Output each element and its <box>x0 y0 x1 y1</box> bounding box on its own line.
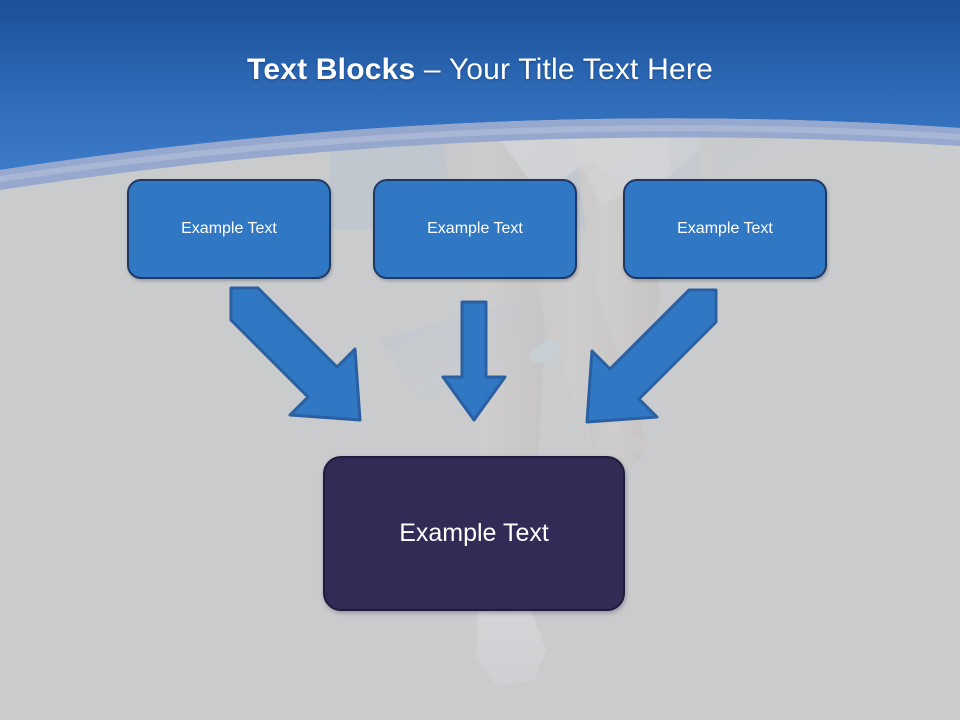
page-title-separator: – <box>415 53 449 86</box>
summary-text-block-label: Example Text <box>399 519 549 547</box>
text-block-3-label: Example Text <box>677 220 773 237</box>
text-block-2-label: Example Text <box>427 220 523 237</box>
text-block-3[interactable]: Example Text <box>623 179 827 279</box>
header-arc-graphic <box>0 0 960 190</box>
summary-text-block[interactable]: Example Text <box>323 456 625 611</box>
page-title-light: Your Title Text Here <box>448 53 713 86</box>
header-banner: Text Blocks – Your Title Text Here <box>0 0 960 210</box>
text-block-2[interactable]: Example Text <box>373 179 577 279</box>
text-block-1-label: Example Text <box>181 220 277 237</box>
text-block-1[interactable]: Example Text <box>127 179 331 279</box>
page-title-strong: Text Blocks <box>247 53 416 86</box>
page-title: Text Blocks – Your Title Text Here <box>0 50 960 90</box>
